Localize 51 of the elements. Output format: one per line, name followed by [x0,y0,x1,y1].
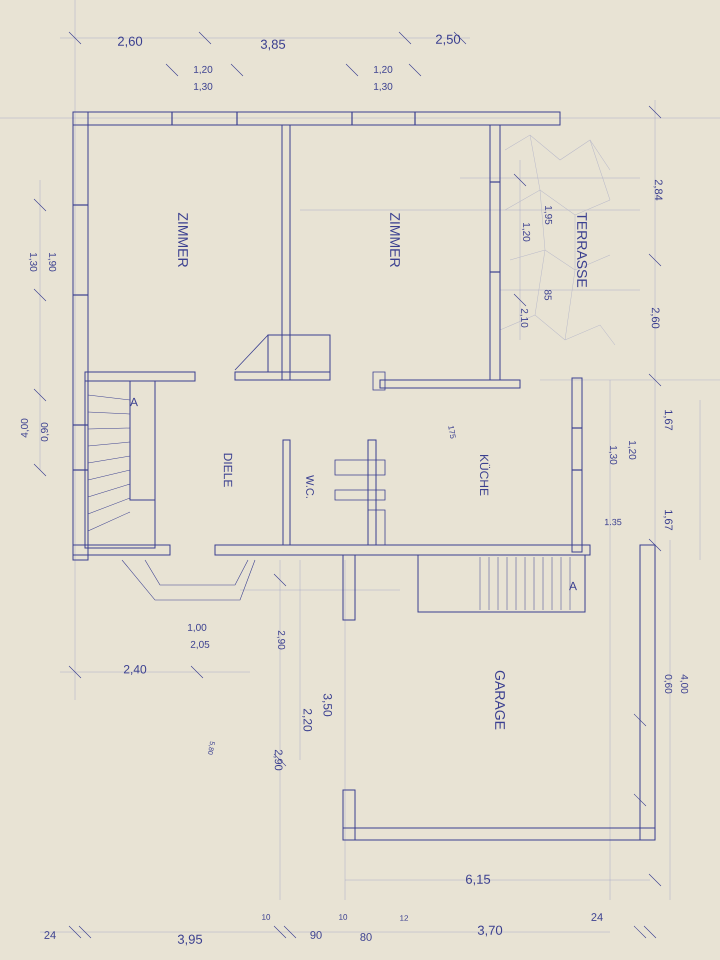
dimension-label: 85 [544,290,552,300]
room-label: KÜCHE [480,455,490,496]
dimension-label: 1,67 [663,510,673,530]
dimension-label: 4,00 [20,418,30,438]
dimension-label: 10 [339,914,348,920]
dimension-label: 3,85 [260,40,286,50]
dimension-label: 1,20 [374,66,392,74]
dimension-label: 3,50 [322,694,332,716]
room-label: ZIMMER [390,212,400,267]
dimension-label: 2,60 [118,36,142,48]
dimension-label: 1,90 [48,253,56,272]
dimension-label: 1.35 [604,518,622,526]
dimension-label: 1,20 [628,441,636,460]
dimension-label: 2,40 [124,665,146,675]
room-label: GARAGE [495,670,505,730]
dimension-label: 1,30 [374,82,392,92]
dimension-label: 90 [310,931,322,939]
dimension-label: 80 [360,933,372,941]
dimension-label: 24 [591,913,603,921]
dimension-label: 2,10 [520,308,528,328]
dimension-label: 2,84 [653,180,663,200]
dimension-label: 1,20 [194,66,212,74]
room-label: W.C. [306,475,314,498]
dimension-label: 2,05 [190,640,210,650]
stair-mark: A [130,398,138,406]
dimension-label: 2,20 [302,708,312,732]
dimension-label: 175 [448,426,456,438]
dimension-label: 1,00 [188,624,206,632]
dimension-label: 0,90 [40,422,50,442]
dimension-label: 24 [44,931,56,939]
dimension-label: 6,15 [466,874,490,886]
dimension-label: 0,60 [664,674,672,694]
dimension-label: 3,95 [178,934,202,946]
dimension-label: 1,30 [28,253,38,272]
dimension-label: 2,90 [273,750,283,770]
room-label: DIELE [224,454,232,487]
dimension-label: 2,90 [276,630,286,650]
dimension-label: 1,67 [663,410,673,430]
dimension-label: 1,30 [194,82,212,92]
dimension-label: 1,95 [544,206,552,224]
dimension-label: 1,20 [522,223,530,242]
room-label: ZIMMER [178,212,188,267]
dimension-label: 12 [400,915,408,921]
dimension-label: 1,30 [608,446,618,464]
room-label: TERRASSE [577,212,587,288]
dimension-label: 2,60 [650,308,660,328]
dimension-label: 3,70 [478,926,502,936]
dimension-label: 4,00 [680,674,688,694]
dimension-label: 10 [262,914,270,920]
stair-mark: A [569,582,577,590]
dimension-label: 2,50 [436,34,460,46]
